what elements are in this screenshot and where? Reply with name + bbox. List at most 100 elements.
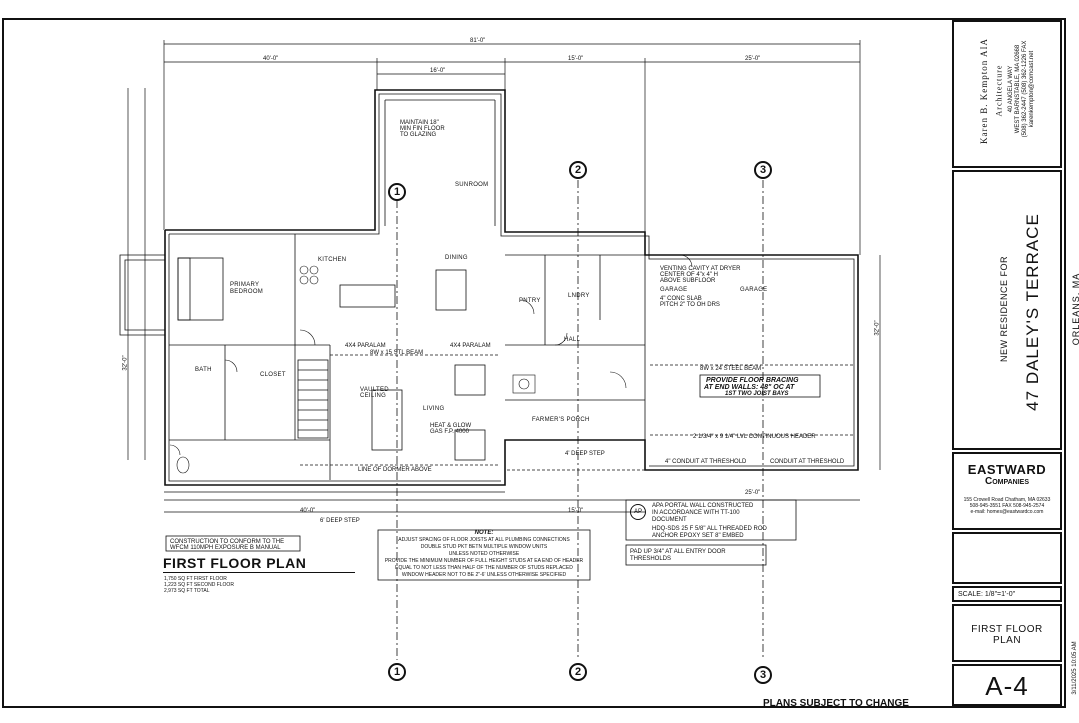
grid-marker-2-bottom: 2 [569, 663, 587, 681]
area-total: 2,973 SQ FT TOTAL [164, 588, 210, 594]
sheet-number-block: A-4 [952, 664, 1062, 706]
legend-pad-2: THRESHOLDS [630, 556, 672, 562]
general-notes: NOTE: ADJUST SPACING OF FLOOR JOISTS AT … [378, 530, 590, 580]
note-bracing-1: PROVIDE FLOOR BRACING [706, 377, 799, 384]
company-address: 155 Crowell Road Chatham, MA 02633 [963, 497, 1051, 503]
plan-title: FIRST FLOOR PLAN [163, 555, 307, 571]
note-maintain-1: MAINTAIN 18" [400, 120, 439, 126]
room-primary-bedroom-2: BEDROOM [230, 289, 264, 295]
room-living: LIVING [423, 406, 445, 412]
company-phone: 508-945-3551 FAX 508-945-2574 [969, 503, 1045, 509]
note-heat-2: GAS F.P. 4000 [430, 429, 469, 435]
note-venting-3: ABOVE SUBFLOOR [660, 278, 716, 284]
construction-note-2: WFCM 110MPH EXPOSURE B MANUAL [170, 545, 281, 551]
note-line: DOUBLE STUD PKT BETN MULTIPLE WINDOW UNI… [420, 544, 548, 550]
dim-right: 32'-0" [874, 320, 881, 336]
room-kitchen: KITCHEN [318, 257, 347, 263]
note-slab-1: 4" CONC SLAB [660, 296, 702, 302]
room-hall: HALL [564, 337, 581, 343]
grid-marker-3-top: 3 [754, 161, 772, 179]
note-venting-2: CENTER OF 4"x 4" H [660, 272, 718, 278]
legend-ap-symbol: AP [630, 504, 646, 520]
room-bath: BATH [195, 367, 212, 373]
legend-line-3: DOCUMENT [652, 517, 687, 523]
date-stamp: 3/11/2025 10:05 AM [1072, 641, 1078, 695]
dim-bottom-3: 25'-0" [745, 490, 761, 496]
dim-left: 32'-0" [122, 355, 129, 371]
grid-marker-2-top: 2 [569, 161, 587, 179]
legend-line-5: ANCHOR EPOXY SET 8" EMBED [652, 533, 744, 539]
sheet-title-1: FIRST FLOOR [971, 624, 1043, 635]
note-maintain-2: MIN FIN FLOOR [400, 126, 445, 132]
legend-pad-1: PAD UP 3/4" AT ALL ENTRY DOOR [630, 549, 726, 555]
project-name: 47 DALEY'S TERRACE [1023, 213, 1042, 411]
note-threshold-2: CONDUIT AT THRESHOLD [770, 459, 845, 465]
company-name-1: EASTWARD [967, 462, 1047, 477]
note-threshold-1: 4" CONDUIT AT THRESHOLD [665, 459, 747, 465]
note-line: WINDOW HEADER NOT TO BE 2"-6' UNLESS OTH… [401, 572, 567, 578]
notes-title: NOTE: [474, 530, 494, 536]
note-venting-1: VENTING CAVITY AT DRYER [660, 266, 741, 272]
note-bracing-2: AT END WALLS: 48" OC AT [704, 384, 795, 391]
project-location: ORLEANS, MA [1071, 272, 1079, 346]
note-deep-step-2: 4' DEEP STEP [565, 451, 605, 457]
room-closet: CLOSET [260, 372, 286, 378]
sheet-title-block: FIRST FLOOR PLAN [952, 604, 1062, 662]
dim-bottom-1: 40'-0" [300, 508, 316, 514]
project-prefix: NEW RESIDENCE FOR [999, 256, 1009, 363]
label-vaulted-2: CEILING [360, 393, 387, 399]
room-farmers-porch: FARMER'S PORCH [532, 417, 590, 423]
company-name-2: Companies [984, 476, 1030, 487]
architect-subtitle: Architecture [994, 64, 1004, 117]
plans-subject-to-change: PLANS SUBJECT TO CHANGE [763, 698, 909, 709]
floor-plan-drawing [119, 40, 881, 660]
sheet-title-2: PLAN [992, 635, 1022, 646]
dim-top-1: 40'-0" [263, 56, 279, 62]
architect-email: karenkempton@comcast.net [1029, 50, 1035, 128]
sheet-number: A-4 [985, 671, 1029, 701]
plan-title-underline [163, 572, 355, 573]
note-dormer: LINE OF DORMER ABOVE [358, 467, 432, 473]
area-first-floor: 1,750 SQ FT FIRST FLOOR [164, 576, 227, 582]
note-lvl-header: 2 1/3/4" x 9 1/4" LVL CONTINUOUS HEADER [693, 434, 816, 440]
construction-note-1: CONSTRUCTION TO CONFORM TO THE [170, 539, 285, 545]
room-sunroom: SUNROOM [455, 182, 489, 188]
note-parallam-2: 4X4 PARALAM [450, 343, 491, 349]
company-block: EASTWARD Companies 155 Crowell Road Chat… [952, 452, 1062, 530]
note-parallam-1: 4X4 PARALAM [345, 343, 386, 349]
note-steel-beam-2: 8W x 24 STEEL BEAM [700, 366, 762, 372]
note-heat-1: HEAT & GLOW [430, 423, 472, 429]
note-deep-step-1: 6' DEEP STEP [320, 518, 360, 524]
note-line: UNLESS NOTED OTHERWISE [448, 551, 520, 557]
grid-marker-1-top: 1 [388, 183, 406, 201]
project-block: NEW RESIDENCE FOR 47 DALEY'S TERRACE ORL… [952, 170, 1079, 450]
grid-marker-1-bottom: 1 [388, 663, 406, 681]
note-line: PROVIDE THE MINIMUM NUMBER OF FULL HEIGH… [384, 558, 584, 564]
dim-overall: 81'-0" [470, 38, 486, 44]
dim-bottom-2: 15'-0" [568, 508, 584, 514]
note-line: ADJUST SPACING OF FLOOR JOISTS AT ALL PL… [398, 537, 570, 543]
grid-marker-3-bottom: 3 [754, 666, 772, 684]
dim-top-2: 16'-0" [430, 68, 446, 74]
scale-block: SCALE: 1/8"=1'-0" [952, 586, 1062, 602]
dim-top-4: 25'-0" [745, 56, 761, 62]
scale-label: SCALE: 1/8"=1'-0" [958, 591, 1016, 598]
note-bracing-3: 1ST TWO JOIST BAYS [725, 391, 789, 397]
room-dining: DINING [445, 255, 468, 261]
company-email: e-mail: homes@eastwardco.com [970, 509, 1044, 515]
note-maintain-3: TO GLAZING [400, 132, 437, 138]
architect-name: Karen B. Kempton AIA [979, 38, 989, 144]
note-line: EQUAL TO NOT LESS THAN HALF OF THE NUMBE… [395, 565, 573, 571]
room-garage-1: GARAGE [660, 287, 688, 293]
architect-address-2: WEST BARNSTABLE, MA 02668 [1015, 44, 1021, 134]
area-second-floor: 1,223 SQ FT SECOND FLOOR [164, 582, 234, 588]
label-vaulted-1: VAULTED [360, 387, 389, 393]
legend-line-2: IN ACCORDANCE WITH TT-100 [652, 510, 740, 516]
architect-address-1: 40 ANGELA WAY [1008, 65, 1014, 113]
blank-block [952, 532, 1062, 584]
dim-top-3: 15'-0" [568, 56, 584, 62]
note-slab-2: PITCH 2" TO OH DRS [660, 302, 720, 308]
legend-line-4: HDQ-SDS 25 F 5/8" ALL THREADED ROD [652, 526, 767, 532]
sheet-border [2, 18, 1066, 708]
